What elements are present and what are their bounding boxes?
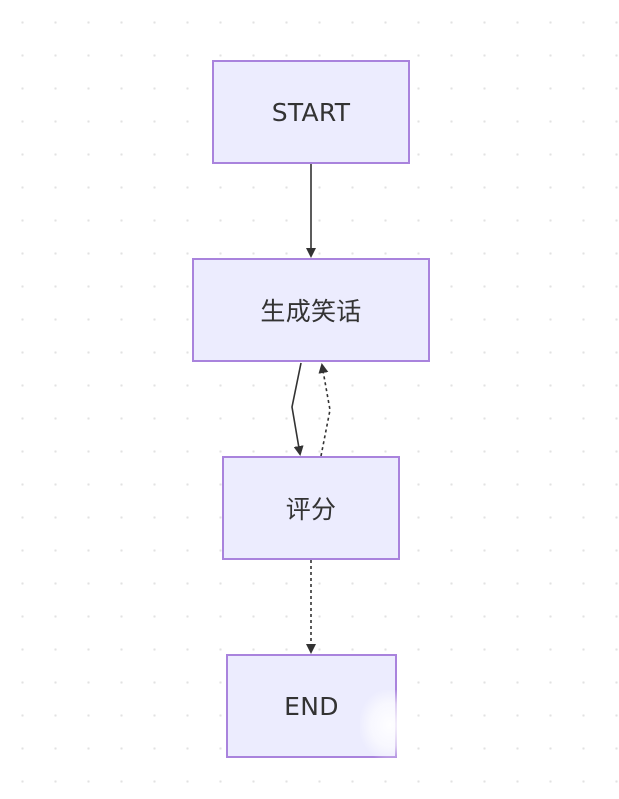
node-end: END [226,654,397,758]
edge-score-to-generate [318,363,331,457]
node-score-label: 评分 [285,495,337,524]
node-generate-joke: 生成笑话 [192,258,430,362]
node-end-label: END [284,691,339,721]
node-start: START [212,60,410,164]
edge-generate-to-score [291,362,304,456]
node-score: 评分 [222,456,400,560]
node-generate-joke-label: 生成笑话 [260,297,362,326]
node-start-label: START [271,97,351,127]
